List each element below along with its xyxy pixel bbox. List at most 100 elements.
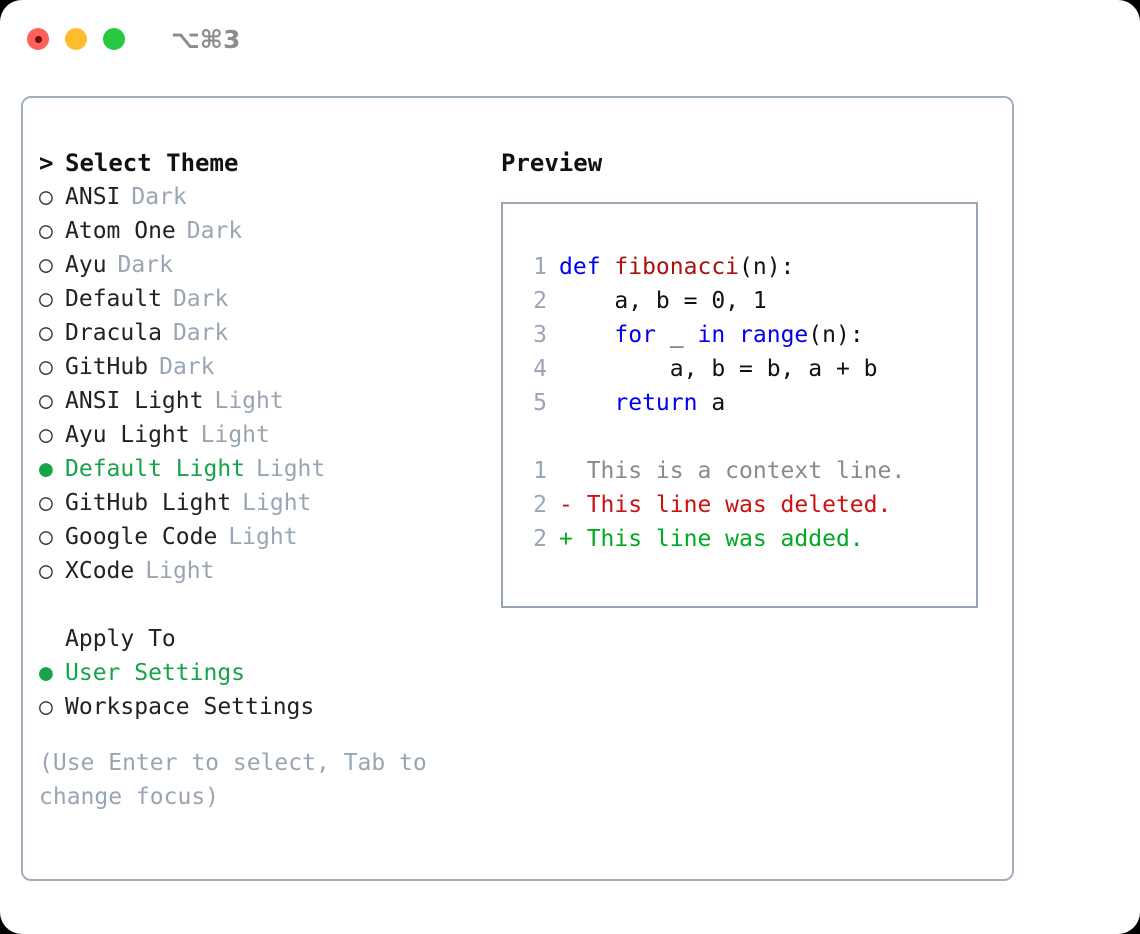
theme-option-github[interactable]: ○ GitHub Dark: [39, 350, 499, 384]
diff-line-text: + This line was added.: [559, 526, 864, 552]
theme-option-label: Dracula: [65, 320, 162, 346]
apply-to-heading-label: Apply To: [65, 626, 176, 652]
code-token: for: [614, 322, 656, 348]
code-token: [725, 322, 739, 348]
theme-mode-tag: Dark: [131, 184, 187, 210]
theme-mode-tag: Light: [242, 490, 312, 516]
select-theme-heading-label: Select Theme: [65, 149, 239, 177]
diff-line-number: 2: [533, 492, 547, 518]
theme-mode-tag: Dark: [159, 354, 215, 380]
diff-line-number: 1: [533, 458, 547, 484]
code-line: 5 return a: [521, 386, 905, 420]
radio-empty-icon: ○: [39, 320, 53, 346]
radio-selected-icon: ●: [39, 456, 53, 482]
theme-option-google-code[interactable]: ○ Google Code Light: [39, 520, 499, 554]
minimize-button-icon[interactable]: [65, 28, 87, 50]
theme-mode-tag: Dark: [117, 252, 173, 278]
theme-option-label: GitHub Light: [65, 490, 232, 516]
code-line-number: 2: [533, 288, 547, 314]
theme-option-label: XCode: [65, 558, 135, 584]
theme-option-label: Google Code: [65, 524, 218, 550]
radio-empty-icon: ○: [39, 524, 53, 550]
code-token: def: [559, 254, 615, 280]
preview-title: Preview: [501, 149, 603, 177]
diff-line-text: - This line was deleted.: [559, 492, 892, 518]
apply-to-option-label: User Settings: [65, 660, 246, 686]
theme-mode-tag: Light: [214, 388, 284, 414]
theme-mode-tag: Dark: [172, 320, 229, 346]
code-token: a, b = b, a + b: [559, 356, 878, 382]
radio-empty-icon: ○: [39, 218, 53, 244]
code-token: (n):: [739, 254, 795, 280]
apply-to-option-workspace-settings[interactable]: ○Workspace Settings: [39, 690, 499, 724]
theme-mode-tag: Light: [200, 422, 270, 448]
code-token: in: [697, 322, 726, 348]
close-dot-icon: [34, 35, 42, 43]
help-text: (Use Enter to select, Tab to change focu…: [39, 750, 427, 810]
theme-option-label: Atom One: [65, 218, 176, 244]
caret-icon: >: [39, 149, 54, 177]
code-token: range: [739, 322, 809, 348]
radio-empty-icon: ○: [39, 286, 53, 312]
theme-mode-tag: Light: [145, 558, 215, 584]
theme-mode-tag: Light: [256, 456, 326, 482]
radio-empty-icon: ○: [39, 558, 53, 584]
theme-option-xcode[interactable]: ○ XCode Light: [39, 554, 499, 588]
code-line: 1 def fibonacci(n):: [521, 250, 905, 284]
code-line-number: 4: [533, 356, 547, 382]
theme-option-ansi[interactable]: ○ ANSI Dark: [39, 180, 499, 214]
apply-to-heading: ○Apply To: [39, 622, 499, 656]
theme-option-label: Default Light: [65, 456, 246, 482]
radio-empty-icon: ○: [39, 422, 53, 448]
theme-mode-tag: Light: [228, 524, 298, 550]
apply-to-list: ● User Settings ○Workspace Settings: [39, 656, 499, 724]
theme-option-label: Ayu: [65, 252, 107, 278]
radio-selected-icon: ●: [39, 660, 53, 686]
code-line-number: 1: [533, 254, 547, 280]
section-spacer: [39, 588, 499, 622]
apply-to-option-user-settings[interactable]: ● User Settings: [39, 656, 499, 690]
code-line-number: 5: [533, 390, 547, 416]
code-token: fibonacci: [614, 254, 740, 280]
radio-empty-icon: ○: [39, 354, 53, 380]
theme-option-label: GitHub: [65, 354, 149, 380]
code-token: a, b = 0, 1: [559, 288, 767, 314]
window-titlebar: ⌥⌘3: [0, 0, 1140, 78]
code-line: 4 a, b = b, a + b: [521, 352, 905, 386]
code-token: [559, 322, 614, 348]
code-blank-line: [521, 420, 905, 454]
diff-line-text: This is a context line.: [559, 458, 906, 484]
theme-option-default-light[interactable]: ● Default Light Light: [39, 452, 499, 486]
close-button-icon[interactable]: [27, 28, 49, 50]
theme-option-atom-one[interactable]: ○ Atom One Dark: [39, 214, 499, 248]
theme-option-ayu[interactable]: ○ Ayu Dark: [39, 248, 499, 282]
maximize-button-icon[interactable]: [103, 28, 125, 50]
apply-to-option-label: Workspace Settings: [65, 694, 315, 720]
diff-line-add: 2 + This line was added.: [521, 522, 905, 556]
code-line-number: 3: [533, 322, 547, 348]
diff-line-del: 2 - This line was deleted.: [521, 488, 905, 522]
diff-line-number: 2: [533, 526, 547, 552]
theme-option-label: Ayu Light: [65, 422, 190, 448]
radio-empty-icon: ○: [39, 184, 53, 210]
code-line: 2 a, b = 0, 1: [521, 284, 905, 318]
code-token: (n):: [808, 322, 864, 348]
theme-option-label: ANSI: [65, 184, 121, 210]
radio-empty-icon: ○: [39, 252, 53, 278]
apply-to-heading-indent: ○: [39, 622, 65, 656]
theme-option-ayu-light[interactable]: ○ Ayu Light Light: [39, 418, 499, 452]
code-line: 3 for _ in range(n):: [521, 318, 905, 352]
theme-option-dracula[interactable]: ○ Dracula Dark: [39, 316, 499, 350]
keyboard-shortcut-label: ⌥⌘3: [171, 24, 241, 54]
diff-line-ctx: 1 This is a context line.: [521, 454, 905, 488]
theme-mode-tag: Dark: [186, 218, 243, 244]
code-token: return: [614, 390, 698, 416]
theme-option-label: Default: [65, 286, 162, 312]
